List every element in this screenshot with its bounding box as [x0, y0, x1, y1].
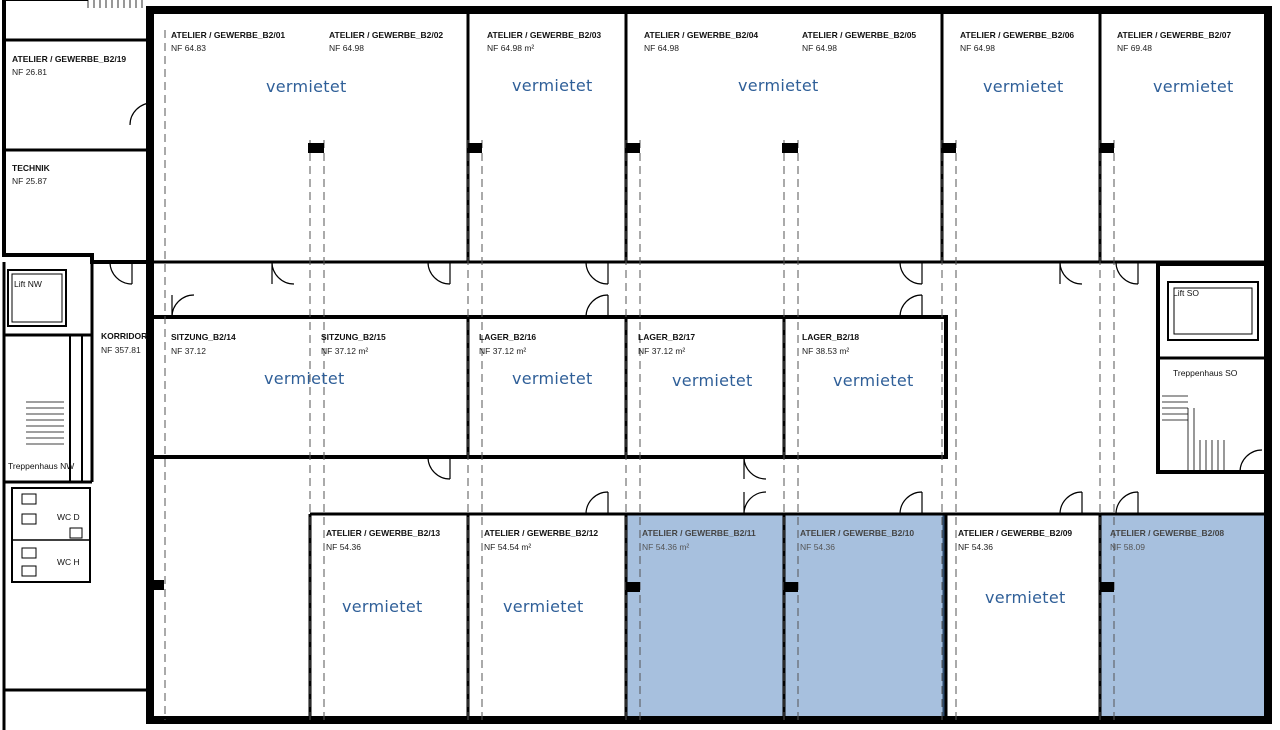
status-b2-06: vermietet: [983, 77, 1064, 96]
room-area-b2-05: NF 64.98: [802, 43, 837, 53]
status-b2-16: vermietet: [512, 369, 593, 388]
room-area-b2-07: NF 69.48: [1117, 43, 1152, 53]
status-b2-07: vermietet: [1153, 77, 1234, 96]
room-label-b2-13: ATELIER / GEWERBE_B2/13: [326, 528, 441, 538]
status-b2-02: vermietet: [266, 77, 347, 96]
room-label-b2-15: SITZUNG_B2/15: [321, 332, 386, 342]
room-label-b2-05: ATELIER / GEWERBE_B2/05: [802, 30, 917, 40]
status-b2-09: vermietet: [985, 588, 1066, 607]
label-wc-h: WC H: [57, 557, 80, 567]
room-area-b2-17: NF 37.12 m²: [638, 346, 686, 356]
room-label-b2-14: SITZUNG_B2/14: [171, 332, 236, 342]
dashed-grid: [164, 30, 1115, 720]
room-area-b2-10: NF 54.36: [800, 542, 835, 552]
room-area-b2-13: NF 54.36: [326, 542, 361, 552]
room-area-b2-15: NF 37.12 m²: [321, 346, 369, 356]
railing: [87, 0, 143, 8]
room-label-b2-03: ATELIER / GEWERBE_B2/03: [487, 30, 602, 40]
lift-shafts: [11, 273, 1259, 341]
room-label-b2-18: LAGER_B2/18: [802, 332, 860, 342]
room-area-b2-08: NF 58.09: [1110, 542, 1145, 552]
unit-b2-10-highlight[interactable]: [782, 512, 946, 720]
status-b2-17: vermietet: [672, 371, 753, 390]
room-label-b2-12: ATELIER / GEWERBE_B2/12: [484, 528, 599, 538]
room-area-b2-01: NF 64.83: [171, 43, 206, 53]
room-label-b2-01: ATELIER / GEWERBE_B2/01: [171, 30, 286, 40]
room-label-b2-02: ATELIER / GEWERBE_B2/02: [329, 30, 444, 40]
room-area-b2-11: NF 54.36 m²: [642, 542, 690, 552]
label-lift-nw: Lift NW: [14, 279, 42, 289]
label-stair-nw: Treppenhaus NW: [8, 461, 75, 471]
room-label-b2-16: LAGER_B2/16: [479, 332, 537, 342]
room-label-b2-17: LAGER_B2/17: [638, 332, 696, 342]
status-b2-18: vermietet: [833, 371, 914, 390]
status-b2-15: vermietet: [264, 369, 345, 388]
room-label-b2-11: ATELIER / GEWERBE_B2/11: [642, 528, 756, 538]
label-lift-so: Lift SO: [1173, 288, 1199, 298]
room-area-b2-02: NF 64.98: [329, 43, 364, 53]
room-label-b2-19: ATELIER / GEWERBE_B2/19: [12, 54, 127, 64]
room-area-b2-19: NF 26.81: [12, 67, 47, 77]
room-area-b2-14: NF 37.12: [171, 346, 206, 356]
room-area-korridor: NF 357.81: [101, 345, 141, 355]
room-area-b2-03: NF 64.98 m²: [487, 43, 535, 53]
stairs: [26, 395, 1225, 470]
room-area-b2-04: NF 64.98: [644, 43, 679, 53]
room-label-b2-07: ATELIER / GEWERBE_B2/07: [1117, 30, 1232, 40]
columns: [150, 143, 1114, 592]
status-b2-12: vermietet: [503, 597, 584, 616]
room-area-technik: NF 25.87: [12, 176, 47, 186]
room-label-b2-08: ATELIER / GEWERBE_B2/08: [1110, 528, 1225, 538]
room-label-b2-04: ATELIER / GEWERBE_B2/04: [644, 30, 759, 40]
room-label-b2-09: ATELIER / GEWERBE_B2/09: [958, 528, 1073, 538]
status-b2-13: vermietet: [342, 597, 423, 616]
room-label-b2-10: ATELIER / GEWERBE_B2/10: [800, 528, 915, 538]
room-label-technik: TECHNIK: [12, 163, 50, 173]
status-b2-05: vermietet: [738, 76, 819, 95]
room-label-korridor: KORRIDOR: [101, 331, 148, 341]
label-stair-so: Treppenhaus SO: [1173, 368, 1238, 378]
door-swings: [109, 102, 1263, 515]
room-area-b2-06: NF 64.98: [960, 43, 995, 53]
room-area-b2-18: NF 38.53 m²: [802, 346, 850, 356]
room-area-b2-16: NF 37.12 m²: [479, 346, 527, 356]
wc-fixtures: [21, 493, 83, 577]
label-wc-d: WC D: [57, 512, 80, 522]
room-area-b2-12: NF 54.54 m²: [484, 542, 532, 552]
room-label-b2-06: ATELIER / GEWERBE_B2/06: [960, 30, 1075, 40]
room-area-b2-09: NF 54.36: [958, 542, 993, 552]
status-b2-03: vermietet: [512, 76, 593, 95]
unit-b2-11-highlight[interactable]: [624, 512, 786, 720]
